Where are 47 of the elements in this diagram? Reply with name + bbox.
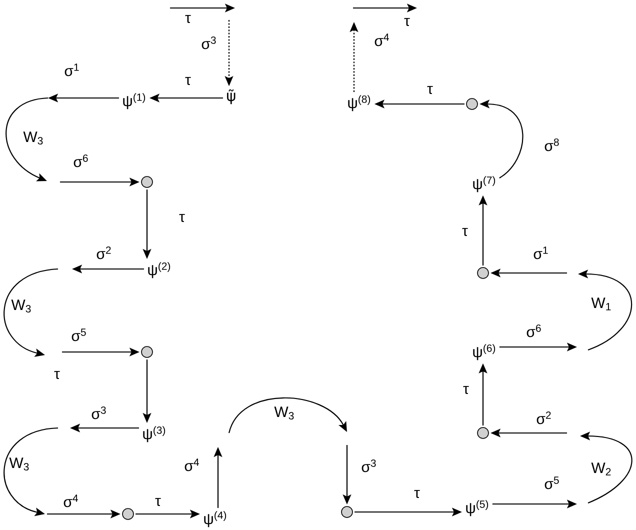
state-circle	[141, 176, 153, 188]
text-label: τ	[53, 370, 61, 380]
state-label: ψ$^{(7)}$	[473, 176, 496, 192]
edge-label: σ$^{1}$	[63, 62, 81, 78]
state-circle	[141, 346, 153, 358]
state-label: ψ$^{(8)}$	[348, 95, 370, 112]
edge-label: σ$^{8}$	[543, 137, 561, 152]
state-label: ψ$^{(6)}$	[473, 344, 496, 360]
edge-label: σ$^{3}$	[360, 458, 378, 474]
text-label: W$_{1}$	[590, 296, 613, 312]
state-circle	[341, 506, 353, 518]
edge-label: σ$^{5}$	[70, 328, 88, 342]
state-circle	[477, 427, 489, 439]
edge-label: σ$^{5}$	[543, 476, 561, 490]
edge-label: τ	[462, 384, 470, 396]
state-label: ψ̃	[227, 89, 236, 104]
edge-label: σ$^{4}$	[62, 494, 80, 508]
state-label: ψ$^{(3)}$	[143, 426, 166, 442]
edge-label: σ$^{3}$	[90, 405, 108, 420]
state-label: ψ$^{(5)}$	[466, 500, 488, 516]
text-label: τ	[184, 14, 192, 24]
edge-label: σ$^{6}$	[72, 153, 90, 168]
state-label: ψ$^{(4)}$	[204, 511, 226, 528]
text-label: W$_{2}$	[590, 462, 613, 476]
edge-label: τ	[413, 488, 421, 500]
text-label: W$_{3}$	[10, 298, 33, 314]
edge-label: τ	[184, 76, 192, 86]
edge-label: σ$^{6}$	[525, 323, 543, 338]
state-circle	[122, 508, 134, 520]
edge-label: σ$^{3}$	[200, 35, 218, 50]
edge-label: τ	[154, 496, 162, 508]
edge-label: τ	[461, 226, 469, 238]
edge-label: σ$^{2}$	[535, 410, 553, 426]
edge-label: σ$^{4}$	[373, 32, 391, 48]
edge-label: σ$^{4}$	[183, 458, 201, 472]
edge-label: σ$^{1}$	[532, 246, 550, 260]
text-label: τ	[403, 16, 411, 28]
text-label: W$_{3}$	[273, 406, 296, 420]
state-circle	[466, 98, 478, 110]
edge-label: τ	[426, 84, 434, 96]
text-label: W$_{3}$	[8, 456, 31, 472]
edge-label: σ$^{2}$	[95, 245, 113, 260]
edge-label: τ	[178, 212, 186, 224]
state-label: ψ$^{(1)}$	[123, 93, 146, 110]
state-label: ψ$^{(2)}$	[148, 262, 170, 278]
text-label: W$_{3}$	[22, 130, 45, 146]
state-circle	[477, 267, 489, 279]
